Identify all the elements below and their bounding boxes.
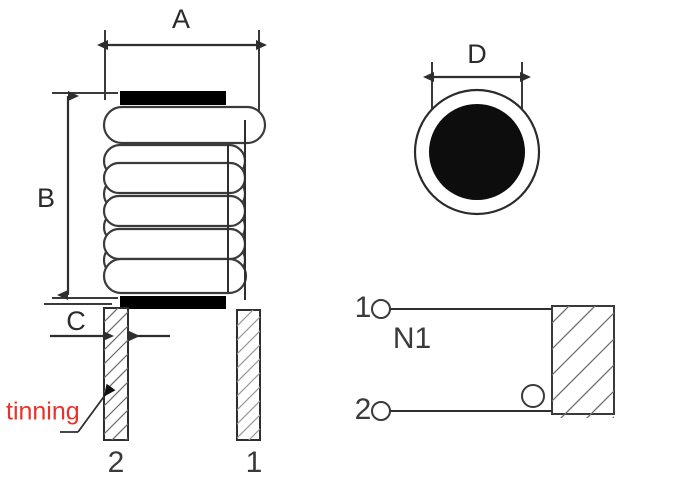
- pin-1-hatching: [237, 310, 260, 440]
- terminal-2-number: 2: [355, 393, 372, 426]
- pin-1-number: 1: [246, 446, 263, 479]
- dim-d-label: D: [467, 39, 487, 69]
- terminal-1-number: 1: [355, 291, 372, 324]
- pin-2-group: 2: [103, 307, 129, 479]
- top-insulation-tape: [120, 91, 226, 105]
- end-view-group: D: [413, 39, 541, 216]
- coil-turn-8: [102, 227, 247, 261]
- winding-polarity-marker: [521, 384, 545, 408]
- tinning-leader-line: [77, 383, 116, 433]
- terminal-1-node: [371, 299, 391, 319]
- pin-2-hatching: [104, 308, 128, 440]
- coil-turn-1: [102, 105, 267, 145]
- coil-turn-9: [102, 257, 248, 295]
- bottom-insulation-tape: [120, 296, 226, 309]
- dim-b-label: B: [37, 183, 55, 213]
- terminal-2-node: [371, 401, 391, 421]
- pin-2-number: 2: [108, 446, 125, 479]
- winding-label: N1: [393, 322, 431, 355]
- side-view-group: A B: [6, 4, 267, 479]
- schematic-group: 1 2 N1: [355, 291, 615, 426]
- tinning-annotation: tinning: [6, 383, 116, 433]
- tinning-label: tinning: [6, 398, 80, 426]
- dim-c-label: C: [66, 306, 86, 336]
- coil-winding: [102, 105, 267, 300]
- schematic-core-hatching: [552, 306, 614, 418]
- coil-turn-7: [102, 194, 247, 228]
- dim-a-label: A: [172, 4, 190, 34]
- coil-turn-6: [102, 161, 247, 195]
- pin-1-group: 1: [236, 309, 263, 479]
- end-view-core-circle: [429, 104, 525, 200]
